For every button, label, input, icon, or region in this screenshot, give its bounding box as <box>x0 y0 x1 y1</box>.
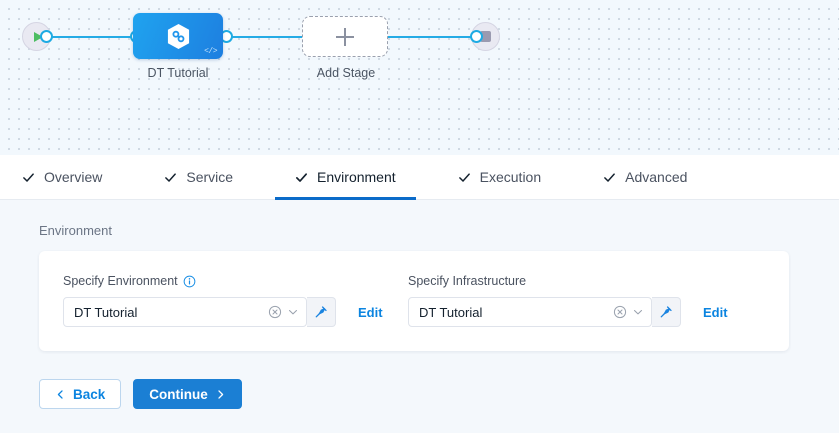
tab-environment[interactable]: Environment <box>275 155 416 200</box>
tab-label: Execution <box>479 169 542 185</box>
tab-label: Overview <box>44 169 103 185</box>
check-icon <box>165 172 177 182</box>
environment-card: Specify Environment DT Tutorial <box>39 251 789 351</box>
stage-node-dt-tutorial[interactable]: </> <box>133 13 223 59</box>
environment-pin-button[interactable] <box>307 297 336 327</box>
infrastructure-edit-link[interactable]: Edit <box>703 304 728 320</box>
add-stage-button[interactable] <box>302 16 388 57</box>
clear-circle-icon[interactable] <box>613 305 627 319</box>
pin-icon <box>660 306 672 318</box>
environment-panel: Environment Specify Environment DT Tutor… <box>0 200 839 433</box>
tab-execution[interactable]: Execution <box>456 155 543 200</box>
connector-dot-start[interactable] <box>40 30 53 43</box>
pipeline-canvas[interactable]: </> DT Tutorial Add Stage <box>0 0 839 155</box>
infrastructure-value: DT Tutorial <box>419 304 483 320</box>
infrastructure-pin-button[interactable] <box>652 297 681 327</box>
chevron-left-icon <box>57 389 63 399</box>
label-specify-environment: Specify Environment <box>63 273 408 289</box>
stop-icon <box>480 31 491 42</box>
pipeline-edge <box>44 36 136 38</box>
wizard-footer: Back Continue <box>39 379 839 409</box>
pin-icon <box>315 306 327 318</box>
tab-advanced[interactable]: Advanced <box>601 155 689 200</box>
back-button[interactable]: Back <box>39 379 122 409</box>
check-icon <box>458 172 470 182</box>
tab-service[interactable]: Service <box>162 155 235 200</box>
tab-label: Environment <box>317 169 396 185</box>
field-row-environment: DT Tutorial <box>63 297 408 327</box>
field-label-text: Specify Environment <box>63 274 178 288</box>
check-icon <box>296 172 308 182</box>
chevron-down-icon[interactable] <box>286 305 300 319</box>
continue-button[interactable]: Continue <box>133 379 242 409</box>
info-icon[interactable] <box>183 275 196 288</box>
continue-button-label: Continue <box>149 386 208 402</box>
field-row-infrastructure: DT Tutorial <box>408 297 753 327</box>
connector-dot-end[interactable] <box>470 30 483 43</box>
label-specify-infrastructure: Specify Infrastructure <box>408 273 753 289</box>
harness-hexagon-icon <box>167 23 189 49</box>
tab-label: Advanced <box>625 169 688 185</box>
stage-label-dt-tutorial: DT Tutorial <box>147 66 209 80</box>
chevron-right-icon <box>218 389 223 399</box>
code-badge-icon: </> <box>204 47 217 56</box>
check-icon <box>604 172 616 182</box>
stage-tabbar: Overview Service Environment Execution A… <box>0 155 839 200</box>
back-button-label: Back <box>73 386 106 402</box>
environment-edit-link[interactable]: Edit <box>358 304 383 320</box>
play-icon <box>33 31 43 42</box>
pipeline-edge <box>388 36 476 38</box>
plus-icon <box>336 27 354 46</box>
environment-select[interactable]: DT Tutorial <box>63 297 307 327</box>
environment-value: DT Tutorial <box>74 304 138 320</box>
field-group-infrastructure: Specify Infrastructure DT Tutorial <box>408 273 753 327</box>
section-title: Environment <box>39 223 112 238</box>
tab-overview[interactable]: Overview <box>20 155 104 200</box>
add-stage-label: Add Stage <box>316 66 376 80</box>
field-group-environment: Specify Environment DT Tutorial <box>63 273 408 327</box>
tab-label: Service <box>186 169 234 185</box>
infrastructure-select[interactable]: DT Tutorial <box>408 297 652 327</box>
clear-circle-icon[interactable] <box>268 305 282 319</box>
field-label-text: Specify Infrastructure <box>408 274 527 288</box>
chevron-down-icon[interactable] <box>631 305 645 319</box>
pipeline-edge <box>226 36 304 38</box>
check-icon <box>23 172 34 182</box>
